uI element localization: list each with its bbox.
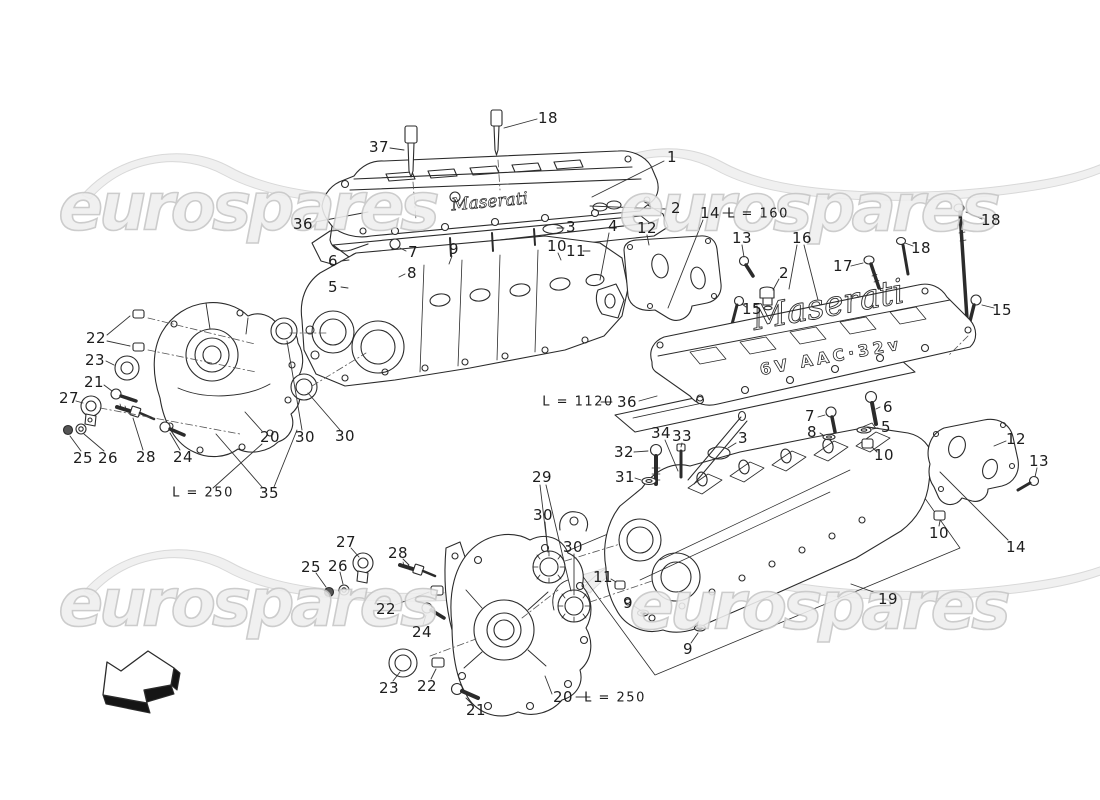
callout-9: 9 — [622, 594, 634, 612]
callout-21: 21 — [83, 373, 105, 391]
callout-32: 32 — [613, 443, 635, 461]
callout-13: 13 — [731, 229, 753, 247]
callout-30: 30 — [334, 427, 356, 445]
callout-29: 29 — [531, 468, 553, 486]
callout-3: 3 — [565, 218, 577, 236]
callout-l-250: L = 250 — [584, 690, 646, 706]
callout-6: 6 — [882, 398, 894, 416]
callout-21: 21 — [465, 701, 487, 719]
callout-35: 35 — [258, 484, 280, 502]
callout-leader-lines — [69, 118, 1038, 705]
callout-10: 10 — [546, 237, 568, 255]
callout-3: 3 — [737, 429, 749, 447]
callout-8: 8 — [406, 264, 418, 282]
callout-14: 14 — [1005, 538, 1027, 556]
callout-4: 4 — [607, 217, 619, 235]
callout-10: 10 — [928, 524, 950, 542]
cylinder-head-left-drawing — [300, 228, 629, 387]
callout-l-1120: L = 1120 — [542, 394, 614, 410]
callout-30: 30 — [562, 538, 584, 556]
callout-15: 15 — [991, 301, 1013, 319]
callout-22: 22 — [375, 600, 397, 618]
callout-18: 18 — [537, 109, 559, 127]
callout-5: 5 — [880, 418, 892, 436]
callout-14: 14 — [699, 204, 721, 222]
callout-18: 18 — [910, 239, 932, 257]
cylinder-head-right-drawing — [564, 390, 961, 676]
front-cover-left-drawing — [62, 302, 318, 458]
callout-30: 30 — [532, 506, 554, 524]
callout-20: 20 — [259, 428, 281, 446]
callout-27: 27 — [335, 533, 357, 551]
callout-10: 10 — [873, 446, 895, 464]
callout-7: 7 — [407, 243, 419, 261]
axis-lines — [99, 159, 969, 657]
front-cover-bottom-drawing — [323, 511, 592, 717]
callout-12: 12 — [1005, 430, 1027, 448]
callout-25: 25 — [300, 558, 322, 576]
direction-arrow-icon — [102, 650, 181, 714]
callout-l-250: L = 250 — [172, 485, 234, 501]
callout-34: 34 — [650, 424, 672, 442]
callout-20: 20 — [552, 688, 574, 706]
callout-6: 6 — [327, 252, 339, 270]
callout-27: 27 — [58, 389, 80, 407]
callout-9: 9 — [448, 240, 460, 258]
callout-11: 11 — [565, 242, 587, 260]
callout-23: 23 — [84, 351, 106, 369]
callout-11: 11 — [592, 568, 614, 586]
callout-24: 24 — [411, 623, 433, 641]
callout-17: 17 — [832, 257, 854, 275]
callout-37: 37 — [368, 138, 390, 156]
callout-33: 33 — [671, 427, 693, 445]
callout-26: 26 — [327, 557, 349, 575]
callout-16: 16 — [791, 229, 813, 247]
callout-36: 36 — [616, 393, 638, 411]
callout-l-160: L = 160 — [727, 206, 789, 222]
callout-22: 22 — [416, 677, 438, 695]
callout-23: 23 — [378, 679, 400, 697]
callout-25: 25 — [72, 449, 94, 467]
callout-5: 5 — [327, 278, 339, 296]
callout-26: 26 — [97, 449, 119, 467]
callout-9: 9 — [682, 640, 694, 658]
callout-31: 31 — [614, 468, 636, 486]
callout-13: 13 — [1028, 452, 1050, 470]
callout-1: 1 — [666, 148, 678, 166]
callout-8: 8 — [806, 423, 818, 441]
callout-22: 22 — [85, 329, 107, 347]
callout-30: 30 — [294, 428, 316, 446]
end-plate-left-drawing — [595, 235, 722, 321]
callout-15: 15 — [741, 300, 763, 318]
callout-12: 12 — [636, 219, 658, 237]
callout-36: 36 — [292, 215, 314, 233]
callout-18: 18 — [980, 211, 1002, 229]
callout-7: 7 — [804, 407, 816, 425]
callout-2: 2 — [670, 199, 682, 217]
callout-28: 28 — [387, 544, 409, 562]
callout-24: 24 — [172, 448, 194, 466]
callout-19: 19 — [877, 590, 899, 608]
callout-28: 28 — [135, 448, 157, 466]
callout-2: 2 — [778, 264, 790, 282]
